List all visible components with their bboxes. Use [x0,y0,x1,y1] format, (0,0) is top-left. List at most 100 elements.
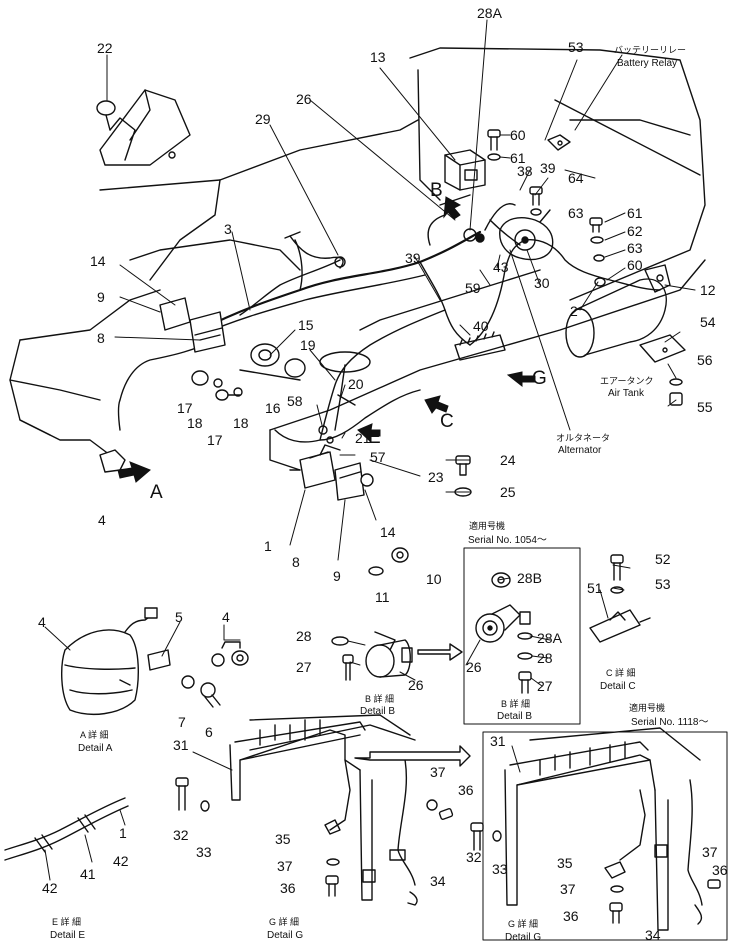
callout-26-r: 26 [466,659,482,675]
annotation-labels: バッテリーリレー Battery Relay エアータンク Air Tank オ… [50,45,708,943]
callout-37-r2: 36 [712,862,728,878]
callout-36: 35 [275,831,291,847]
callout-1-main: 1 [264,538,272,554]
detail-a-ja: A 詳 細 [80,729,109,740]
callout-4-detail: 4 [38,614,46,630]
callout-14-top: 14 [90,253,106,269]
callout-38-r: 37 [560,881,576,897]
callout-31: 29 [255,111,271,127]
callout-39: 38 [517,163,533,179]
callout-38-r2: 37 [702,844,718,860]
callout-numbers: 22 13 28A 53 26 29 3 14 9 8 15 19 20 16 … [38,5,728,943]
detail-b2-ja: B 詳 細 [501,698,530,709]
callout-18-a: 18 [187,415,203,431]
serial-1118-label: Serial No. 1118～ [631,717,708,728]
callout-37: 36 [280,880,296,896]
callout-56: 60 [510,127,526,143]
switch-15-16 [239,343,306,381]
callout-1-e: 1 [119,825,127,841]
wire-31 [289,235,346,269]
callout-44-a: 42 [113,853,129,869]
bolt-51-52 [669,378,683,406]
callout-28b: 28B [517,570,542,586]
relay-8-9-left [159,297,226,353]
detail-b-label: Detail B [360,706,395,717]
detail-e-ja: E 詳 細 [52,916,81,927]
wire-harness [117,203,661,443]
air-tank-label: Air Tank [608,388,645,399]
detail-b-right-drawing [475,572,533,694]
detail-a-label: Detail A [78,743,113,754]
callout-8-top: 8 [97,330,105,346]
detail-b-ja: B 詳 細 [365,693,394,704]
callout-46: 53 [568,39,584,55]
serial-1118-frame [482,731,728,941]
callout-60: 62 [627,223,643,239]
callout-15: 15 [298,317,314,333]
bolt-24-25 [454,455,472,497]
callout-38-b: 37 [430,764,446,780]
callout-4-detail-b: 4 [222,609,230,625]
callout-2: 2 [570,303,578,319]
callout-24: 24 [500,452,516,468]
callout-20: 20 [348,376,364,392]
callout-50: 54 [700,314,716,330]
battery-relay-ja: バッテリーリレー [614,45,686,55]
callout-28a: 28A [537,630,563,646]
callout-9-mid: 9 [333,568,341,584]
callout-44-b: 42 [42,880,58,896]
detail-c-label: Detail C [600,681,636,692]
callout-48: 52 [655,551,671,567]
callout-7: 7 [178,714,186,730]
callout-14-mid: 14 [380,524,396,540]
callout-57: 61 [510,150,526,166]
callout-13: 13 [370,49,386,65]
detail-a-drawing [61,607,249,715]
callout-54: 58 [287,393,303,409]
callout-28-r: 28 [537,650,553,666]
callout-38: 37 [277,858,293,874]
view-marker-a: A [150,482,163,503]
callout-51: 55 [697,399,713,415]
callout-47: 51 [587,580,603,596]
callout-36-r: 35 [557,855,573,871]
callout-53: 57 [370,449,386,465]
detail-g-right-drawing [470,727,721,931]
callout-10: 10 [426,571,442,587]
callout-26-b: 26 [408,677,424,693]
battery-relay-label: Battery Relay [617,58,677,69]
callout-45: 43 [493,259,509,275]
callout-37-b: 36 [458,782,474,798]
detail-c-ja: C 詳 細 [606,667,636,678]
callout-16: 16 [265,400,281,416]
callout-26: 26 [296,91,312,107]
callout-6: 6 [205,724,213,740]
detail-g2-label: Detail G [505,932,541,943]
bracket-50 [639,334,686,363]
leader-lines [44,19,696,881]
callout-62: 63 [568,205,584,221]
detail-g-left-drawing [175,714,471,906]
view-marker-g: G [532,368,547,389]
callout-37-r: 36 [563,908,579,924]
alternator-label: Alternator [558,445,602,456]
view-marker-labels: A B C E G [150,180,547,503]
detail-b-left-drawing [331,631,463,681]
callout-19: 19 [300,337,316,353]
view-arrows [117,196,536,483]
detail-g-ja: G 詳 細 [269,916,299,927]
lamp-4-main [99,449,126,473]
callout-30: 30 [534,275,550,291]
detail-e-drawing [4,797,129,861]
serial-1118-ja: 適用号機 [629,702,665,713]
hardware-56-64 [487,129,606,287]
relay-box-13 [444,149,486,191]
callout-9-top: 9 [97,289,105,305]
callout-33: 32 [173,827,189,843]
callout-27: 27 [296,659,312,675]
callout-27-r: 27 [537,678,553,694]
detail-c-drawing [589,554,651,643]
callout-58: 60 [627,257,643,273]
callout-17-b: 17 [207,432,223,448]
